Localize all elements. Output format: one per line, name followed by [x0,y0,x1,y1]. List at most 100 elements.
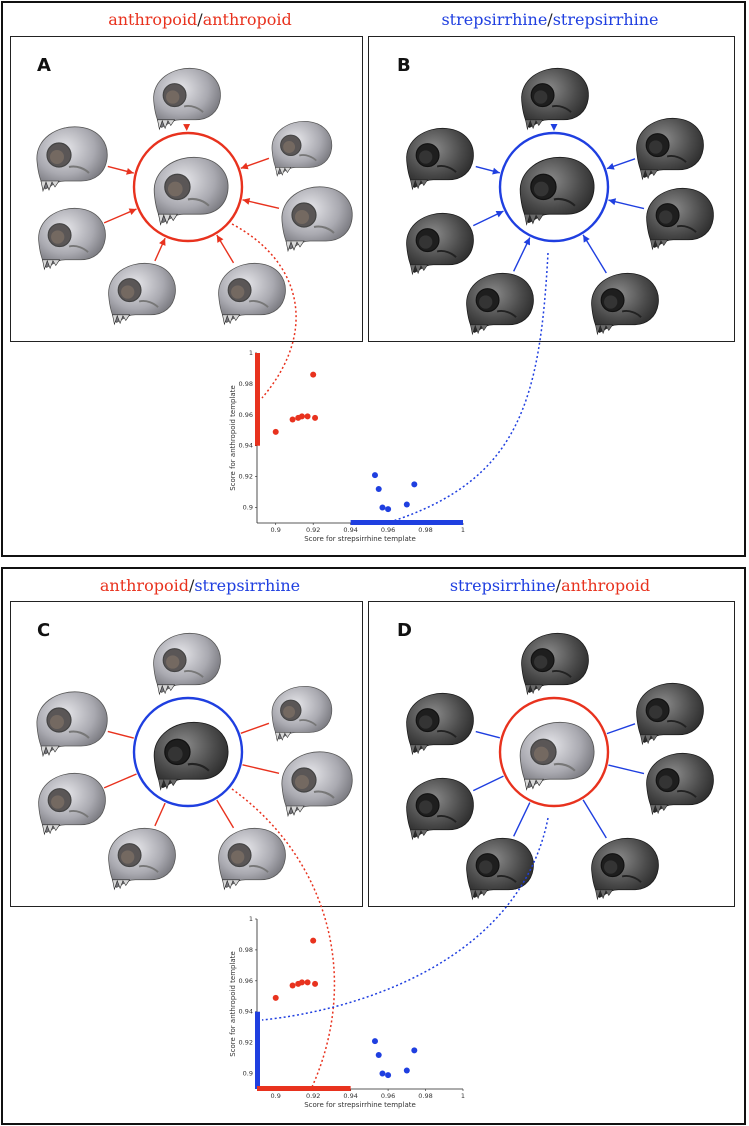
panel-a-title-right: anthropoid [202,10,292,29]
y-axis-range-bar [255,353,260,446]
skull-icon [38,773,106,836]
skull-icon [406,778,474,841]
x-axis-range-bar [257,1086,351,1091]
arrow-head [606,162,615,170]
panel-d-diagram [406,633,714,901]
panel-d-letter: D [397,620,412,641]
y-axis-range-bar [255,1011,260,1089]
data-point [304,979,311,986]
panel-d-box: D [368,601,735,907]
x-axis-range-bar [350,520,463,525]
skull-icon [281,186,353,253]
skull-icon [591,838,659,901]
x-tick-label: 0.98 [418,1092,432,1100]
skull-icon [519,156,595,226]
skull-icon [466,273,534,336]
y-tick-label: 0.9 [243,1070,253,1078]
x-tick-label: 0.9 [271,526,281,534]
connector-curve-b [389,252,549,523]
x-axis-label: Score for strepsirrhine template [304,535,416,543]
data-point [385,506,392,513]
arrow-head [523,237,530,246]
panel-d-title: strepsirrhine/anthropoid [380,576,720,595]
x-tick-label: 0.94 [343,1092,357,1100]
y-tick-label: 0.98 [239,946,253,954]
skull-icon [591,273,659,336]
skull-icon [466,838,534,901]
panel-c-title-sep: / [188,576,195,595]
x-tick-label: 0.94 [343,526,357,534]
data-point [411,1047,418,1054]
x-tick-label: 0.92 [306,526,320,534]
panel-d-title-sep: / [555,576,562,595]
x-tick-label: 0.92 [306,1092,320,1100]
arrow-head [126,167,134,175]
panel-a-box: A [10,36,363,342]
data-point [310,937,317,944]
y-tick-label: 0.98 [239,380,253,388]
skull-icon [521,68,589,131]
connector-line [513,802,531,837]
panel-c-title: anthropoid/strepsirrhine [30,576,370,595]
x-tick-label: 0.98 [418,526,432,534]
y-tick-label: 0.92 [239,1039,253,1047]
panel-d-title-left: strepsirrhine [449,576,556,595]
y-tick-label: 0.94 [239,442,253,450]
skull-icon [281,751,353,818]
panel-a-title-sep: / [197,10,203,29]
data-point [375,486,382,492]
y-tick-label: 1 [249,349,253,357]
skull-icon [38,208,106,271]
skull-icon [218,828,286,891]
skull-icon [636,118,704,181]
connector-line [103,773,137,789]
data-point [298,979,305,986]
panel-c-box: C [10,601,363,907]
arrow-head [495,211,504,218]
data-point [379,504,386,511]
connector-curve-d [261,817,549,1021]
y-tick-label: 0.96 [239,411,253,419]
panel-c-title-left: anthropoid [99,576,189,595]
y-axis-label: Score for anthropoid template [229,951,237,1057]
connector-line [582,799,607,839]
x-tick-label: 1 [461,1092,465,1100]
connector-line [154,802,166,827]
connector-line [608,764,645,775]
skull-icon [519,721,595,791]
skull-icon [153,68,221,131]
connector-line [606,723,636,735]
connector-curve-c [231,788,336,1088]
arrow-head [216,235,224,243]
skull-icon [271,686,333,742]
y-tick-label: 0.94 [239,1008,253,1016]
y-tick-label: 0.92 [239,473,253,481]
skull-icon [271,121,333,177]
skull-icon [218,263,286,326]
panel-c-diagram [36,633,353,891]
arrow-head [583,234,590,243]
skull-icon [153,633,221,696]
connector-line [475,730,500,739]
data-point [379,1070,386,1077]
data-point [385,1072,392,1079]
data-point [403,501,410,508]
panel-b-diagram [406,68,714,336]
connector-line [582,234,607,274]
panel-b-letter: B [397,55,411,76]
panel-d-title-right: anthropoid [561,576,651,595]
panel-b-box: B [368,36,735,342]
data-point [272,994,279,1001]
skull-icon [406,693,474,756]
panel-a-letter: A [37,55,51,76]
arrow-head [128,208,137,215]
data-point [289,982,296,989]
arrow-head [608,198,617,206]
skull-icon [36,126,108,193]
panel-a-title: anthropoid/anthropoid [30,10,370,29]
panel-c-title-right: strepsirrhine [194,576,301,595]
data-point [375,1052,382,1058]
x-axis-label: Score for strepsirrhine template [304,1101,416,1109]
